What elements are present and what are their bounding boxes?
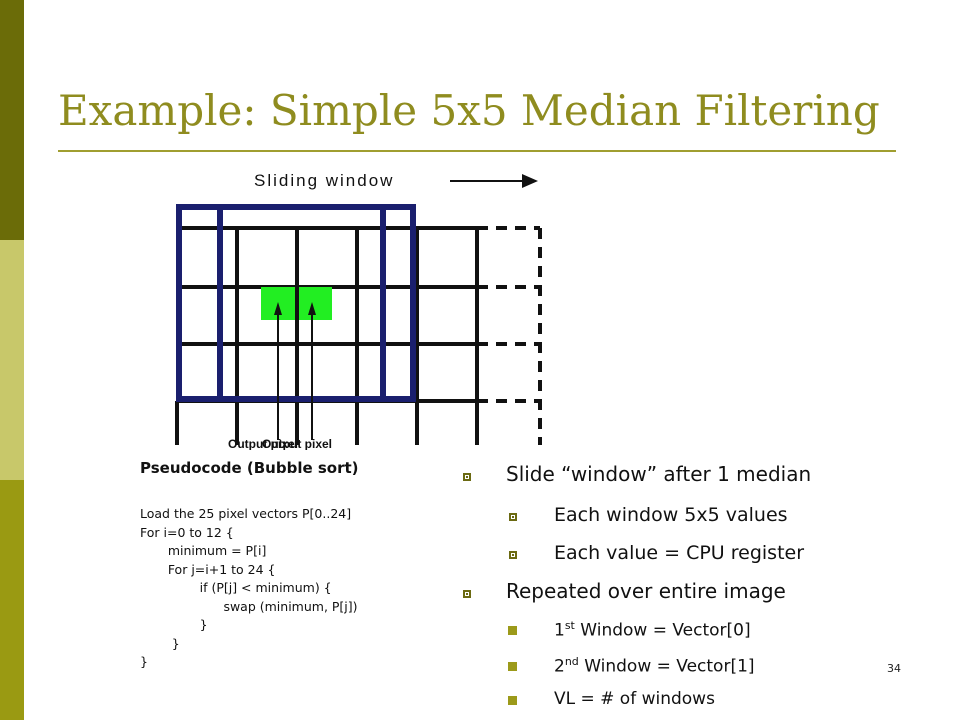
output-pixel-label-1: Output pixel (228, 437, 298, 450)
bullet-text: 2nd Window = Vector[1] (554, 655, 755, 677)
page-number: 34 (887, 662, 901, 675)
title-underline (58, 150, 896, 152)
bullet-text: Each value = CPU register (554, 542, 805, 564)
pseudocode-line: Load the 25 pixel vectors P[0..24] (140, 506, 352, 521)
pseudocode-line: minimum = P[i] (140, 543, 267, 558)
hollow-square-bullet-icon (463, 473, 471, 481)
pseudocode-heading: Pseudocode (Bubble sort) (140, 459, 359, 477)
slide-direction-arrowhead (522, 174, 538, 188)
solid-square-bullet-icon (508, 626, 517, 635)
output-pixel-label-2: Output pixel (262, 437, 332, 450)
pseudocode-line: } (140, 654, 148, 669)
output-pixel-2 (299, 287, 332, 320)
solid-square-bullet-icon (508, 662, 517, 671)
sliding-window-label: Sliding window (254, 171, 394, 190)
pseudocode-line: For i=0 to 12 { (140, 524, 234, 540)
hollow-square-bullet-icon (509, 551, 517, 559)
pseudocode-line: if (P[j] < minimum) { (140, 580, 332, 595)
pixel-grid-continuation (477, 226, 542, 445)
pseudocode-line: } (140, 617, 208, 632)
median-filter-diagram: Sliding window Output pixel Output pixel (175, 171, 542, 450)
bullet-text: Each window 5x5 values (554, 504, 788, 526)
bullet-text: Repeated over entire image (506, 579, 786, 603)
pseudocode-line: } (140, 635, 180, 651)
left-bar-segment-light (0, 240, 24, 480)
left-bar-segment-dark (0, 0, 24, 240)
pseudocode-line: swap (minimum, P[j]) (140, 598, 358, 614)
solid-square-bullet-icon (508, 696, 517, 705)
window-frame-2 (217, 204, 416, 402)
bullet-text: Slide “window” after 1 median (506, 462, 812, 486)
hollow-square-bullet-icon (509, 513, 517, 521)
left-bar-segment-mid (0, 480, 24, 720)
bullet-text: 1st Window = Vector[0] (554, 619, 751, 641)
hollow-square-bullet-icon (463, 590, 471, 598)
left-accent-bar (0, 0, 24, 720)
bullet-text: VL = # of windows (554, 689, 715, 709)
pseudocode-block: Load the 25 pixel vectors P[0..24] For i… (140, 505, 358, 672)
slide-title: Example: Simple 5x5 Median Filtering (58, 86, 880, 135)
pseudocode-line: For j=i+1 to 24 { (140, 561, 276, 577)
